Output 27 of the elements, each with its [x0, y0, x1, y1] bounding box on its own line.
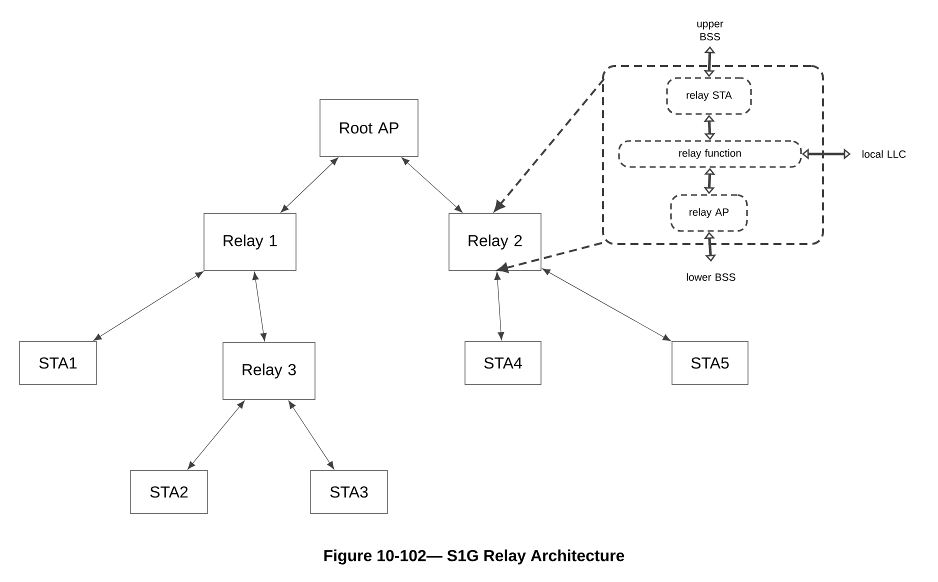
relay-detail-box — [602, 65, 824, 245]
node-box: Relay 1 — [204, 213, 296, 271]
function-box: relay AP — [670, 194, 748, 232]
function-box: relay function — [618, 140, 802, 168]
zoom-line — [497, 242, 602, 273]
node-box: STA1 — [19, 341, 97, 385]
node-box: Root AP — [320, 99, 418, 157]
arrow — [542, 268, 671, 342]
arrow — [252, 272, 267, 342]
arrow — [280, 157, 338, 213]
port-label: upper BSS — [697, 22, 724, 40]
zoom-line — [494, 78, 605, 212]
node-box: STA4 — [464, 341, 542, 385]
port-label: local LLC — [862, 150, 906, 158]
node-box: STA5 — [672, 341, 748, 385]
arrow — [288, 400, 334, 470]
port-label: lower BSS — [686, 273, 736, 281]
arrow — [494, 272, 504, 340]
function-box: relay STA — [666, 77, 752, 115]
node-box: STA2 — [130, 470, 208, 514]
arrow — [401, 157, 463, 213]
node-box: Relay 3 — [222, 342, 316, 400]
figure-caption: Figure 10-102— S1G Relay Architecture — [324, 550, 624, 564]
arrow — [93, 271, 204, 341]
node-box: STA3 — [310, 470, 388, 514]
arrow — [188, 400, 245, 470]
node-box: Relay 2 — [448, 213, 542, 271]
